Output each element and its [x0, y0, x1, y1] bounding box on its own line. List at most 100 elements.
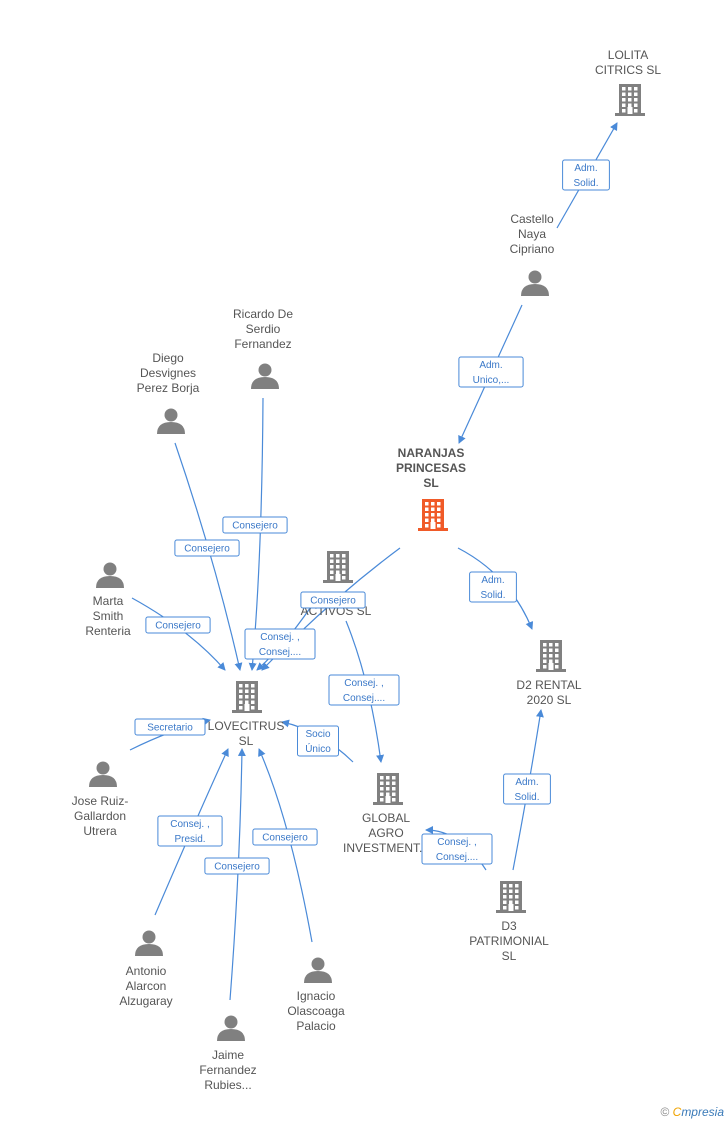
node-label: D3 — [501, 919, 517, 933]
node-label: Jaime — [212, 1048, 244, 1062]
edge-label-box — [297, 725, 339, 757]
node-label: PATRIMONIAL — [469, 934, 549, 948]
building-icon — [615, 84, 645, 116]
edge-label-text: Adm. — [481, 575, 504, 586]
edge-label-box — [222, 516, 288, 534]
edge-label-jose-to-lovecitrus[interactable]: Secretario — [134, 718, 206, 736]
edge-label-text: Consej.... — [259, 647, 301, 658]
edge-label-activos-to-global[interactable]: Consej. , Consej.... — [328, 674, 400, 706]
node-label: Olascoaga — [287, 1004, 345, 1018]
edge-label-castello-to-lolita[interactable]: Adm.Solid. — [562, 159, 610, 191]
edge-label-text: Presid. — [174, 834, 205, 845]
node-label: Fernandez — [199, 1063, 256, 1077]
node-label: Serdio — [246, 322, 281, 336]
node-label: Desvignes — [140, 366, 196, 380]
edge-label-text: Consejero — [232, 521, 278, 532]
node-label: Castello — [510, 212, 554, 226]
edge-label-text: Consej.... — [343, 693, 385, 704]
edge-label-box — [328, 674, 400, 706]
copyright-symbol: © — [660, 1105, 670, 1119]
edge-label-text: Socio — [305, 729, 330, 740]
edge-label-text: Consejero — [214, 862, 260, 873]
person-icon — [96, 562, 124, 588]
node-label: D2 RENTAL — [516, 678, 581, 692]
edge-label-naranjas-to-d2[interactable]: Adm. Solid. — [469, 571, 517, 603]
node-label: INVESTMENT... — [343, 841, 429, 855]
brand-initial: C — [672, 1105, 682, 1119]
edge-label-text: Adm. — [479, 360, 502, 371]
node-label: CITRICS SL — [595, 63, 661, 77]
edge-label-naranjas-to-lovecitrus[interactable]: Consejero — [300, 591, 366, 609]
node-jaime[interactable]: JaimeFernandezRubies... — [199, 1015, 257, 1093]
edge-label-box — [157, 815, 223, 847]
brand-footer: © Cmpresia — [660, 1105, 724, 1119]
node-label: Perez Borja — [137, 381, 200, 395]
person-icon — [251, 363, 279, 389]
node-label: Cipriano — [510, 242, 555, 256]
node-global[interactable]: GLOBALAGROINVESTMENT... — [343, 773, 429, 855]
building-icon — [373, 773, 403, 805]
edge-label-box — [469, 571, 517, 603]
edge-label-diego-to-lovecitrus[interactable]: Consejero — [174, 539, 240, 557]
brand-name: mpresia — [681, 1105, 724, 1119]
edge-label-antonio-to-lovecitrus[interactable]: Consej. ,Presid. — [157, 815, 223, 847]
node-label: AGRO — [368, 826, 403, 840]
edge-label-text: Consej. , — [344, 678, 383, 689]
node-label: Naya — [518, 227, 546, 241]
edge-label-text: Solid. — [480, 590, 505, 601]
edge-label-d3-to-d2[interactable]: Adm.Solid. — [503, 773, 551, 805]
person-icon — [304, 957, 332, 983]
edge-label-ricardo-to-lovecitrus[interactable]: Consejero — [222, 516, 288, 534]
edge-label-marta-to-lovecitrus[interactable]: Consejero — [145, 616, 211, 634]
node-label: Rubies... — [204, 1078, 251, 1092]
edge-label-text: Secretario — [147, 723, 193, 734]
node-label: Ignacio — [297, 989, 336, 1003]
edge-label-text: Consej. , — [437, 837, 476, 848]
edge-label-text: Consejero — [184, 544, 230, 555]
node-label: GLOBAL — [362, 811, 410, 825]
node-label: Antonio — [126, 964, 167, 978]
node-label: Renteria — [85, 624, 131, 638]
edge-label-box — [562, 159, 610, 191]
node-label: Gallardon — [74, 809, 126, 823]
edge-label-text: Único — [305, 742, 331, 755]
edge-label-d3-to-global[interactable]: Consej. ,Consej.... — [421, 833, 493, 865]
node-label: Marta — [93, 594, 124, 608]
edge-label-ignacio-to-lovecitrus[interactable]: Consejero — [252, 828, 318, 846]
edge-label-box — [252, 828, 318, 846]
edge-label-jaime-to-lovecitrus[interactable]: Consejero — [204, 857, 270, 875]
node-label: SL — [423, 476, 438, 490]
node-label: Ricardo De — [233, 307, 293, 321]
edge-label-castello-to-naranjas[interactable]: Adm.Unico,... — [458, 356, 524, 388]
node-label: Utrera — [83, 824, 117, 838]
edge-label-activos-to-lovecitrus[interactable]: Consej. ,Consej.... — [244, 628, 316, 660]
building-icon — [418, 499, 448, 531]
node-label: NARANJAS — [398, 446, 465, 460]
person-icon — [521, 270, 549, 296]
building-icon — [496, 881, 526, 913]
node-label: SL — [239, 734, 254, 748]
person-icon — [157, 408, 185, 434]
node-label: Alarcon — [126, 979, 167, 993]
edge-diego-to-lovecitrus — [174, 442, 243, 671]
building-icon — [232, 681, 262, 713]
edge-label-text: Solid. — [573, 178, 598, 189]
node-label: Jose Ruiz- — [72, 794, 129, 808]
person-icon — [89, 761, 117, 787]
edge-label-box — [204, 857, 270, 875]
edge-label-text: Consejero — [310, 596, 356, 607]
